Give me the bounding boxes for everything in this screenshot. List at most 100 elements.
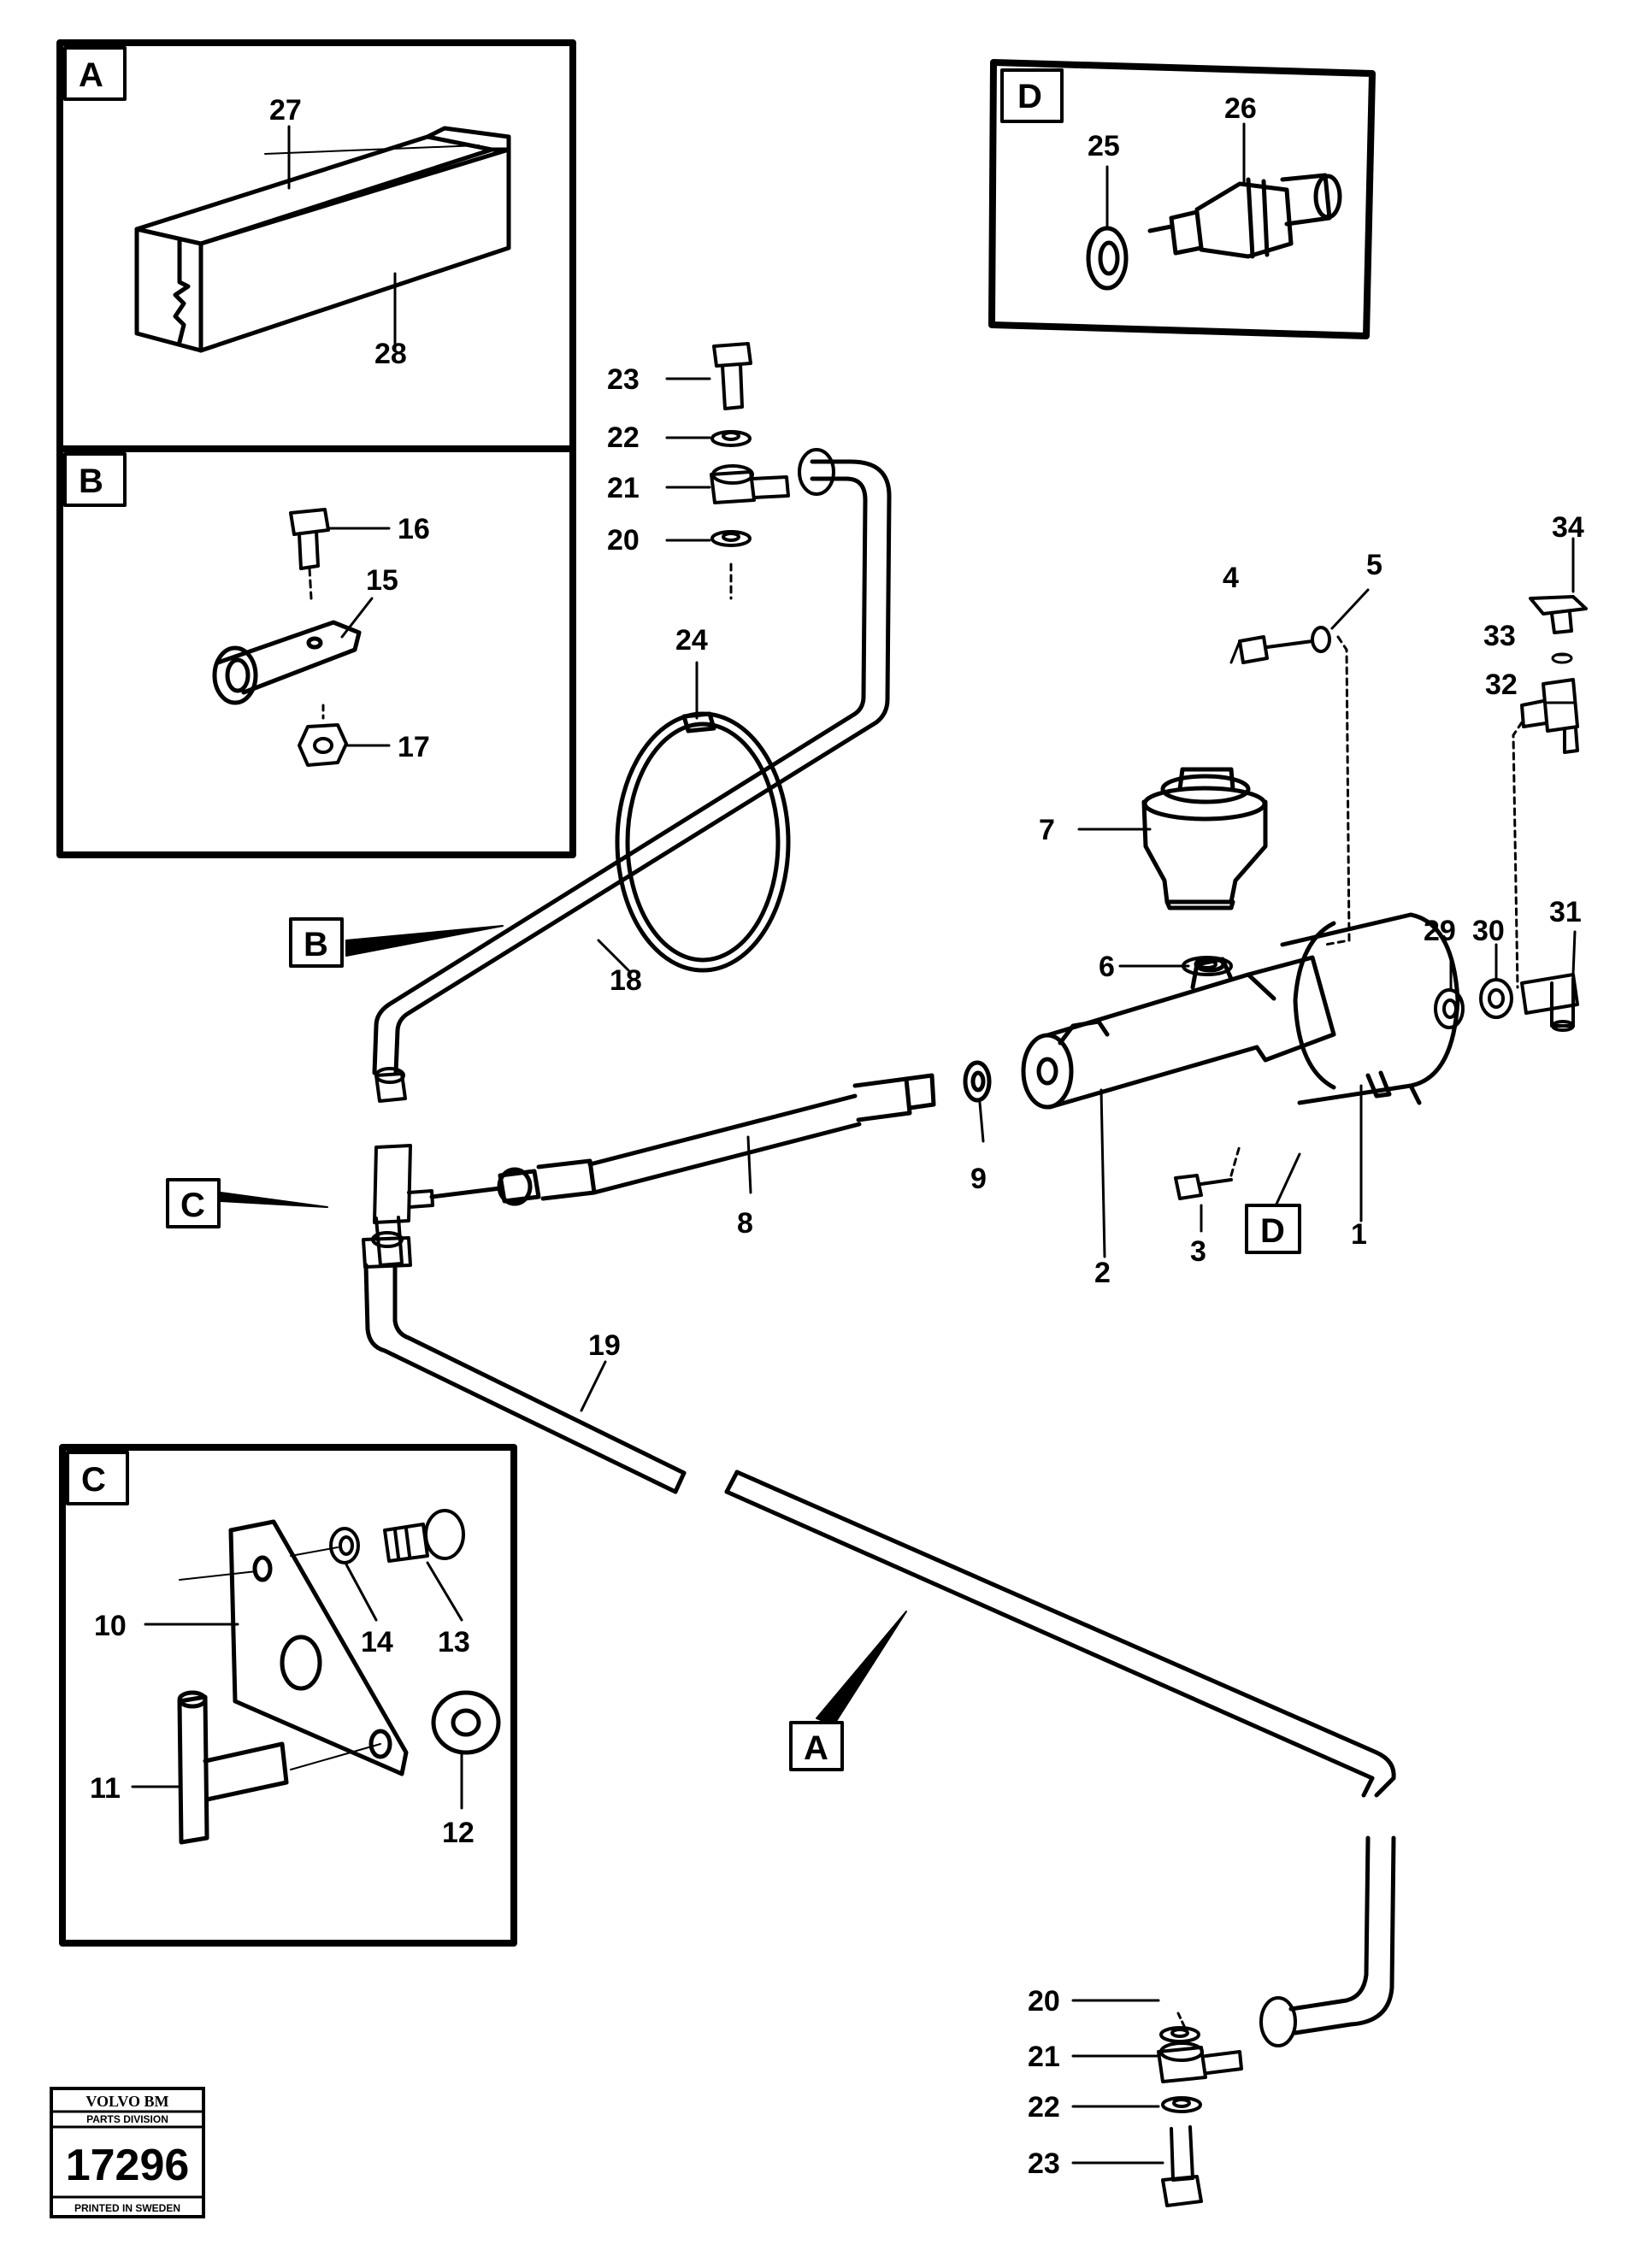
stamp-division: PARTS DIVISION <box>86 2113 168 2125</box>
part-label-18: 18 <box>610 964 642 997</box>
leader-13 <box>426 1561 463 1622</box>
part-label-24: 24 <box>675 624 708 657</box>
tee-11 <box>177 1690 289 1845</box>
sensor-26 <box>1147 173 1342 259</box>
screw-4 <box>1238 626 1351 946</box>
part-label-11: 11 <box>90 1772 121 1805</box>
pointer-b-box <box>289 917 344 968</box>
part-label-17: 17 <box>398 731 430 763</box>
inset-a-tag <box>63 46 127 101</box>
leader-bracket-hole <box>179 1570 257 1581</box>
part-label-33: 33 <box>1483 620 1516 652</box>
pointer-a-arrow <box>816 1611 907 1726</box>
pipe-19 <box>363 1263 1396 2035</box>
inset-d-letter: D <box>1017 78 1042 115</box>
leader-14 <box>345 1563 378 1622</box>
part-label-8: 8 <box>737 1207 753 1240</box>
stamp-number: 17296 <box>66 2141 190 2190</box>
part-label-13: 13 <box>438 1626 470 1658</box>
part-label-21-top: 21 <box>607 472 640 504</box>
booster-1 <box>1280 912 1460 1105</box>
bolt-16 <box>289 508 330 600</box>
pointer-b-arrow <box>345 925 504 957</box>
pointer-c-letter: C <box>180 1187 205 1224</box>
part-label-30: 30 <box>1472 915 1505 947</box>
part-label-22-bottom: 22 <box>1028 2091 1060 2124</box>
inset-b-letter: B <box>79 462 103 500</box>
inset-a-letter: A <box>79 56 103 94</box>
inset-d-frame <box>988 59 1376 339</box>
washer-14 <box>329 1527 360 1564</box>
part-label-4: 4 <box>1223 562 1239 594</box>
part-label-26: 26 <box>1224 92 1257 125</box>
main-leaders <box>580 377 1577 2165</box>
nut-12 <box>431 1690 501 1755</box>
pointer-a-box <box>789 1721 844 1771</box>
stamp-brand: VOLVO BM <box>85 2093 168 2110</box>
elbow-31 <box>1520 973 1579 1032</box>
part-label-19: 19 <box>588 1329 621 1362</box>
leader-bracket-lower <box>290 1743 381 1770</box>
part-label-28: 28 <box>374 338 407 370</box>
bolt-13 <box>383 1509 465 1563</box>
part-label-14: 14 <box>361 1626 393 1658</box>
part-label-12: 12 <box>442 1817 475 1849</box>
part-label-32: 32 <box>1485 669 1518 701</box>
part-label-23-bottom: 23 <box>1028 2147 1060 2180</box>
stamp-printed: PRINTED IN SWEDEN <box>74 2202 180 2214</box>
nut-17 <box>298 704 348 767</box>
part-label-9: 9 <box>970 1163 987 1195</box>
pointer-c-box <box>166 1178 221 1228</box>
part-label-16: 16 <box>398 513 430 545</box>
fitting-32 <box>1512 678 1579 989</box>
screw-3 <box>1174 1144 1241 1200</box>
tee-fitting <box>362 1067 434 1269</box>
inset-a <box>56 39 576 452</box>
inset-b <box>56 445 576 858</box>
leader-15 <box>340 597 374 639</box>
inset-d-tag <box>1000 68 1064 123</box>
part-label-20-top: 20 <box>607 524 640 557</box>
part-label-27: 27 <box>269 94 302 127</box>
part-label-5: 5 <box>1366 549 1382 581</box>
part-label-29: 29 <box>1424 915 1456 947</box>
part-label-3: 3 <box>1190 1235 1206 1268</box>
pointer-b-letter: B <box>304 926 328 963</box>
inset-b-tag <box>63 452 127 507</box>
part-label-34: 34 <box>1552 511 1584 544</box>
part-label-20-bottom: 20 <box>1028 1985 1060 2018</box>
part-label-31: 31 <box>1549 896 1582 928</box>
ring-clamp-24 <box>615 711 791 973</box>
nut-30 <box>1479 978 1513 1019</box>
pointer-d-line <box>1272 1152 1301 1211</box>
part-label-22-top: 22 <box>607 421 640 454</box>
washer-29 <box>1434 988 1465 1029</box>
reservoir-7 <box>1141 767 1268 910</box>
bleeder-34 <box>1529 595 1588 634</box>
hose-8 <box>429 1073 936 1206</box>
part-label-7: 7 <box>1039 814 1055 846</box>
leader-washer <box>290 1546 339 1557</box>
clamp <box>212 620 362 705</box>
inset-c-letter: C <box>81 1461 106 1499</box>
pointer-c-arrow <box>220 1192 328 1208</box>
part-label-23-top: 23 <box>607 363 640 396</box>
part-label-15: 15 <box>366 564 398 597</box>
master-cylinder-2 <box>1021 955 1336 1110</box>
pointer-a-letter: A <box>804 1729 828 1767</box>
part-label-1: 1 <box>1351 1218 1367 1251</box>
pipe-18 <box>372 459 892 1075</box>
washer-9 <box>963 1060 992 1103</box>
washer-25 <box>1086 226 1129 291</box>
part-label-6: 6 <box>1099 951 1115 983</box>
inset-c-frame <box>59 1444 517 1947</box>
pointer-d-letter: D <box>1260 1212 1285 1250</box>
volvo-stamp: VOLVO BM PARTS DIVISION 17296 PRINTED IN… <box>50 2087 205 2218</box>
banjo-assembly-top <box>710 342 835 600</box>
part-label-10: 10 <box>94 1610 127 1642</box>
part-label-2: 2 <box>1094 1257 1111 1289</box>
banjo-assembly-bottom <box>1157 1996 1297 2207</box>
inset-b-frame <box>56 445 576 858</box>
bracket-10 <box>228 1519 409 1776</box>
